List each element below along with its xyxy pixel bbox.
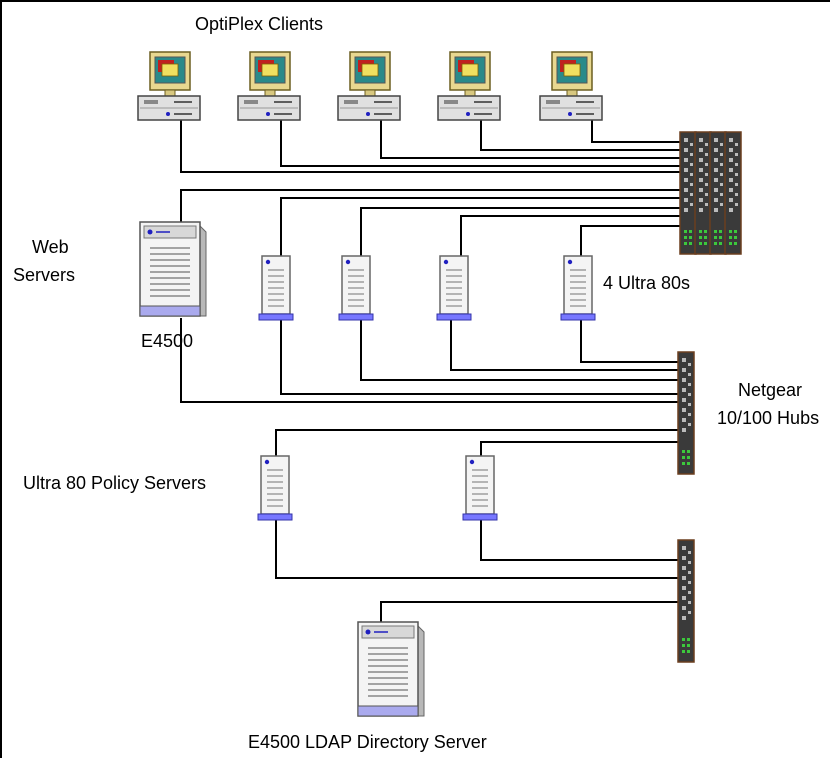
ultra80-web-server-4 [560,255,596,321]
ultra80-policy-server-1 [257,455,293,521]
ldap-server-label: E4500 LDAP Directory Server [248,732,487,752]
clients-label: OptiPlex Clients [195,14,324,34]
ultra80-web-server-2 [338,255,374,321]
client-hub-stack [679,131,742,255]
network-cables [180,120,684,622]
optiplex-client-2 [237,51,301,121]
web-servers-label-line1: Web [32,237,69,257]
ultra80-policy-server-2 [462,455,498,521]
optiplex-client-5 [539,51,603,121]
optiplex-client-4 [437,51,501,121]
ldap-hub [677,539,695,663]
e4500-web-server [139,221,207,317]
e4500-label: E4500 [141,331,194,351]
netgear-label-line2: 10/100 Hubs [717,408,820,428]
ultra80-web-server-3 [436,255,472,321]
netgear-label-line1: Netgear [738,380,803,400]
web-servers-label-line2: Servers [13,265,76,285]
e4500-ldap-server [357,621,425,717]
ultra80-web-server-1 [258,255,294,321]
ultra80s-label: 4 Ultra 80s [603,273,691,293]
netgear-hub [677,351,695,475]
optiplex-client-1 [137,51,201,121]
optiplex-client-3 [337,51,401,121]
policy-servers-label: Ultra 80 Policy Servers [23,473,207,493]
